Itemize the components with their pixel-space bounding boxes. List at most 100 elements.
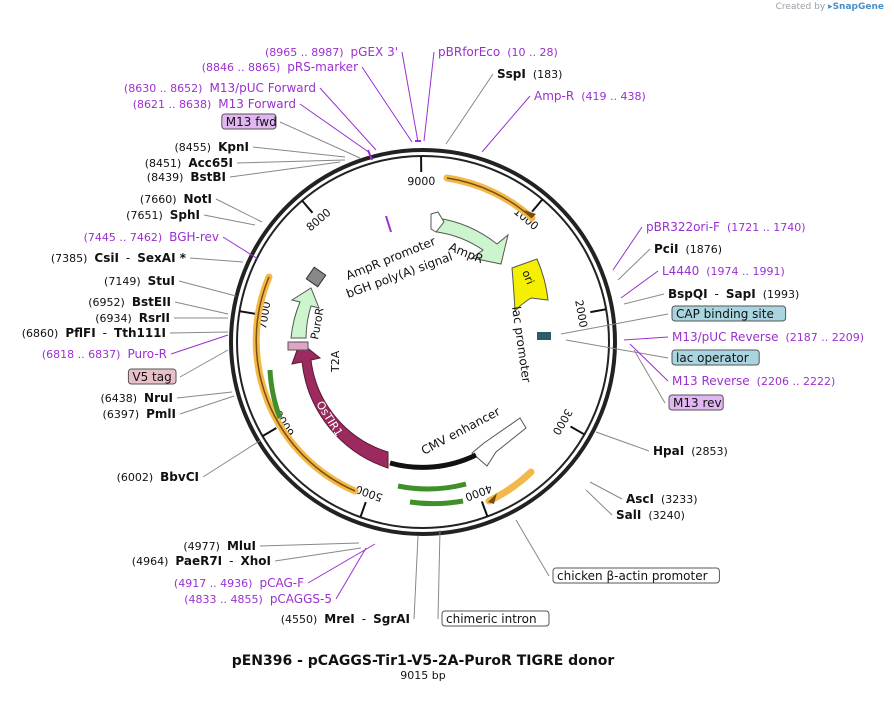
label-name: NruI bbox=[144, 391, 173, 405]
label-pos: (10 .. 28) bbox=[507, 46, 558, 59]
feature-box-label: V5 tag bbox=[132, 370, 171, 384]
leader-line bbox=[413, 535, 419, 620]
label-pos: (2853) bbox=[691, 445, 728, 458]
label-pos: (419 .. 438) bbox=[581, 90, 646, 103]
green-arrow-1 bbox=[267, 369, 283, 419]
tick-mark bbox=[359, 501, 367, 518]
primer-label: L4440(1974 .. 1991) bbox=[662, 264, 785, 278]
label-sep: - bbox=[126, 251, 130, 265]
label-name: PciI bbox=[654, 242, 679, 256]
leader-line bbox=[307, 543, 376, 584]
label-sep: - bbox=[229, 554, 233, 568]
label-pos: (1993) bbox=[763, 288, 800, 301]
leader-lines bbox=[169, 51, 669, 620]
leader-line bbox=[178, 280, 237, 297]
primer-label: (4833 .. 4855) pCAGGS-5 bbox=[184, 592, 332, 606]
label-name: PflFI bbox=[65, 326, 95, 340]
label-pos: (6818 .. 6837) bbox=[42, 348, 121, 361]
enzyme-label: AscI(3233) bbox=[626, 492, 698, 506]
label-name: BGH-rev bbox=[169, 230, 219, 244]
enzyme-label: (6438)NruI bbox=[100, 391, 173, 405]
label-pos: (2187 .. 2209) bbox=[786, 331, 865, 344]
feature-label-ostir1: OsTIR1 bbox=[313, 399, 345, 439]
label-name: NotI bbox=[184, 192, 213, 206]
tick-mark bbox=[262, 427, 277, 437]
amp-promoter-arrow bbox=[430, 211, 445, 233]
label-name2: XhoI bbox=[240, 554, 271, 568]
green-arrow-3 bbox=[409, 498, 464, 507]
primer-label: M13/pUC Reverse(2187 .. 2209) bbox=[672, 330, 864, 344]
label-name: M13 Reverse bbox=[672, 374, 750, 388]
leader-line bbox=[595, 431, 650, 452]
leader-line bbox=[299, 103, 371, 154]
label-name2: Tth111I bbox=[114, 326, 166, 340]
leader-line bbox=[259, 542, 360, 547]
feature-box-label: lac operator bbox=[676, 351, 749, 365]
puror-arrow bbox=[290, 287, 320, 339]
enzyme-label: BspQI-SapI(1993) bbox=[668, 287, 799, 301]
leader-line bbox=[437, 529, 441, 620]
label-name: MreI bbox=[324, 612, 354, 626]
label-pos: (6934) bbox=[95, 312, 132, 325]
label-pos: (8846 .. 8865) bbox=[202, 61, 281, 74]
label-pos: (7651) bbox=[126, 209, 163, 222]
enzyme-label: (6934) RsrII bbox=[95, 311, 170, 325]
feature-box bbox=[668, 394, 724, 411]
label-name: pCAGGS-5 bbox=[270, 592, 332, 606]
label-pos: (7385) bbox=[51, 252, 88, 265]
leader-line bbox=[236, 159, 346, 164]
label-name: SspI bbox=[497, 67, 526, 81]
leader-line bbox=[169, 331, 229, 334]
label-name: SalI bbox=[616, 508, 641, 522]
tick-label: 5000 bbox=[354, 482, 385, 504]
tick-label: 9000 bbox=[407, 175, 435, 188]
label-name: RsrII bbox=[139, 311, 170, 325]
label-pos: (4964) bbox=[132, 555, 169, 568]
label-pos: (7445 .. 7462) bbox=[84, 231, 163, 244]
label-sep: - bbox=[715, 287, 719, 301]
cmv-enhancer-arrow bbox=[471, 417, 527, 467]
enzyme-label: (4977)MluI bbox=[183, 539, 256, 553]
labels: (8965 .. 8987)pGEX 3' (8846 .. 8865) pRS-m… bbox=[22, 45, 864, 627]
label-pos: (6397) bbox=[103, 408, 140, 421]
tick-label: 2000 bbox=[572, 299, 590, 329]
primer-label: pBRforEco(10 .. 28) bbox=[438, 45, 558, 59]
primer-mark-top-left bbox=[385, 215, 392, 233]
primer-label: (8630 .. 8652)M13/pUC Forward bbox=[124, 81, 316, 95]
primer-label: (8965 .. 8987)pGEX 3' bbox=[265, 45, 398, 59]
enzyme-label: SalI(3240) bbox=[616, 508, 685, 522]
tick-mark bbox=[570, 425, 585, 436]
leader-line bbox=[617, 248, 651, 281]
enzyme-label: (7149)StuI bbox=[104, 274, 175, 288]
leader-line bbox=[279, 121, 361, 159]
leader-line bbox=[174, 301, 229, 315]
enzyme-label: (4964)PaeR7I-XhoI bbox=[132, 554, 271, 568]
label-name: pRS-marker bbox=[287, 60, 358, 74]
tick-label: 3000 bbox=[550, 406, 575, 437]
label-name: HpaI bbox=[653, 444, 684, 458]
label-name: BstBI bbox=[190, 170, 226, 184]
label-name: BspQI bbox=[668, 287, 708, 301]
primer-label: pBR322ori-F(1721 .. 1740) bbox=[646, 220, 806, 234]
leader-line bbox=[633, 349, 666, 404]
leader-line bbox=[170, 334, 229, 355]
label-sep: - bbox=[103, 326, 107, 340]
leader-line bbox=[445, 73, 494, 145]
label-pos: (183) bbox=[533, 68, 563, 81]
label-name: AscI bbox=[626, 492, 654, 506]
label-pos: (7660) bbox=[140, 193, 177, 206]
leader-line bbox=[203, 214, 256, 226]
label-pos: (8965 .. 8987) bbox=[265, 46, 344, 59]
primer-label: (4917 .. 4936)pCAG-F bbox=[174, 576, 304, 590]
label-name: BbvCI bbox=[160, 470, 199, 484]
primer-label: (7445 .. 7462) BGH-rev bbox=[84, 230, 219, 244]
feature-box-label: chimeric intron bbox=[446, 612, 537, 626]
label-name: pBR322ori-F bbox=[646, 220, 720, 234]
label-pos: (4833 .. 4855) bbox=[184, 593, 263, 606]
leader-line bbox=[202, 439, 262, 478]
label-pos: (1876) bbox=[686, 243, 723, 256]
t2a-box bbox=[287, 341, 309, 351]
label-name: MluI bbox=[227, 539, 256, 553]
leader-line bbox=[189, 257, 244, 263]
